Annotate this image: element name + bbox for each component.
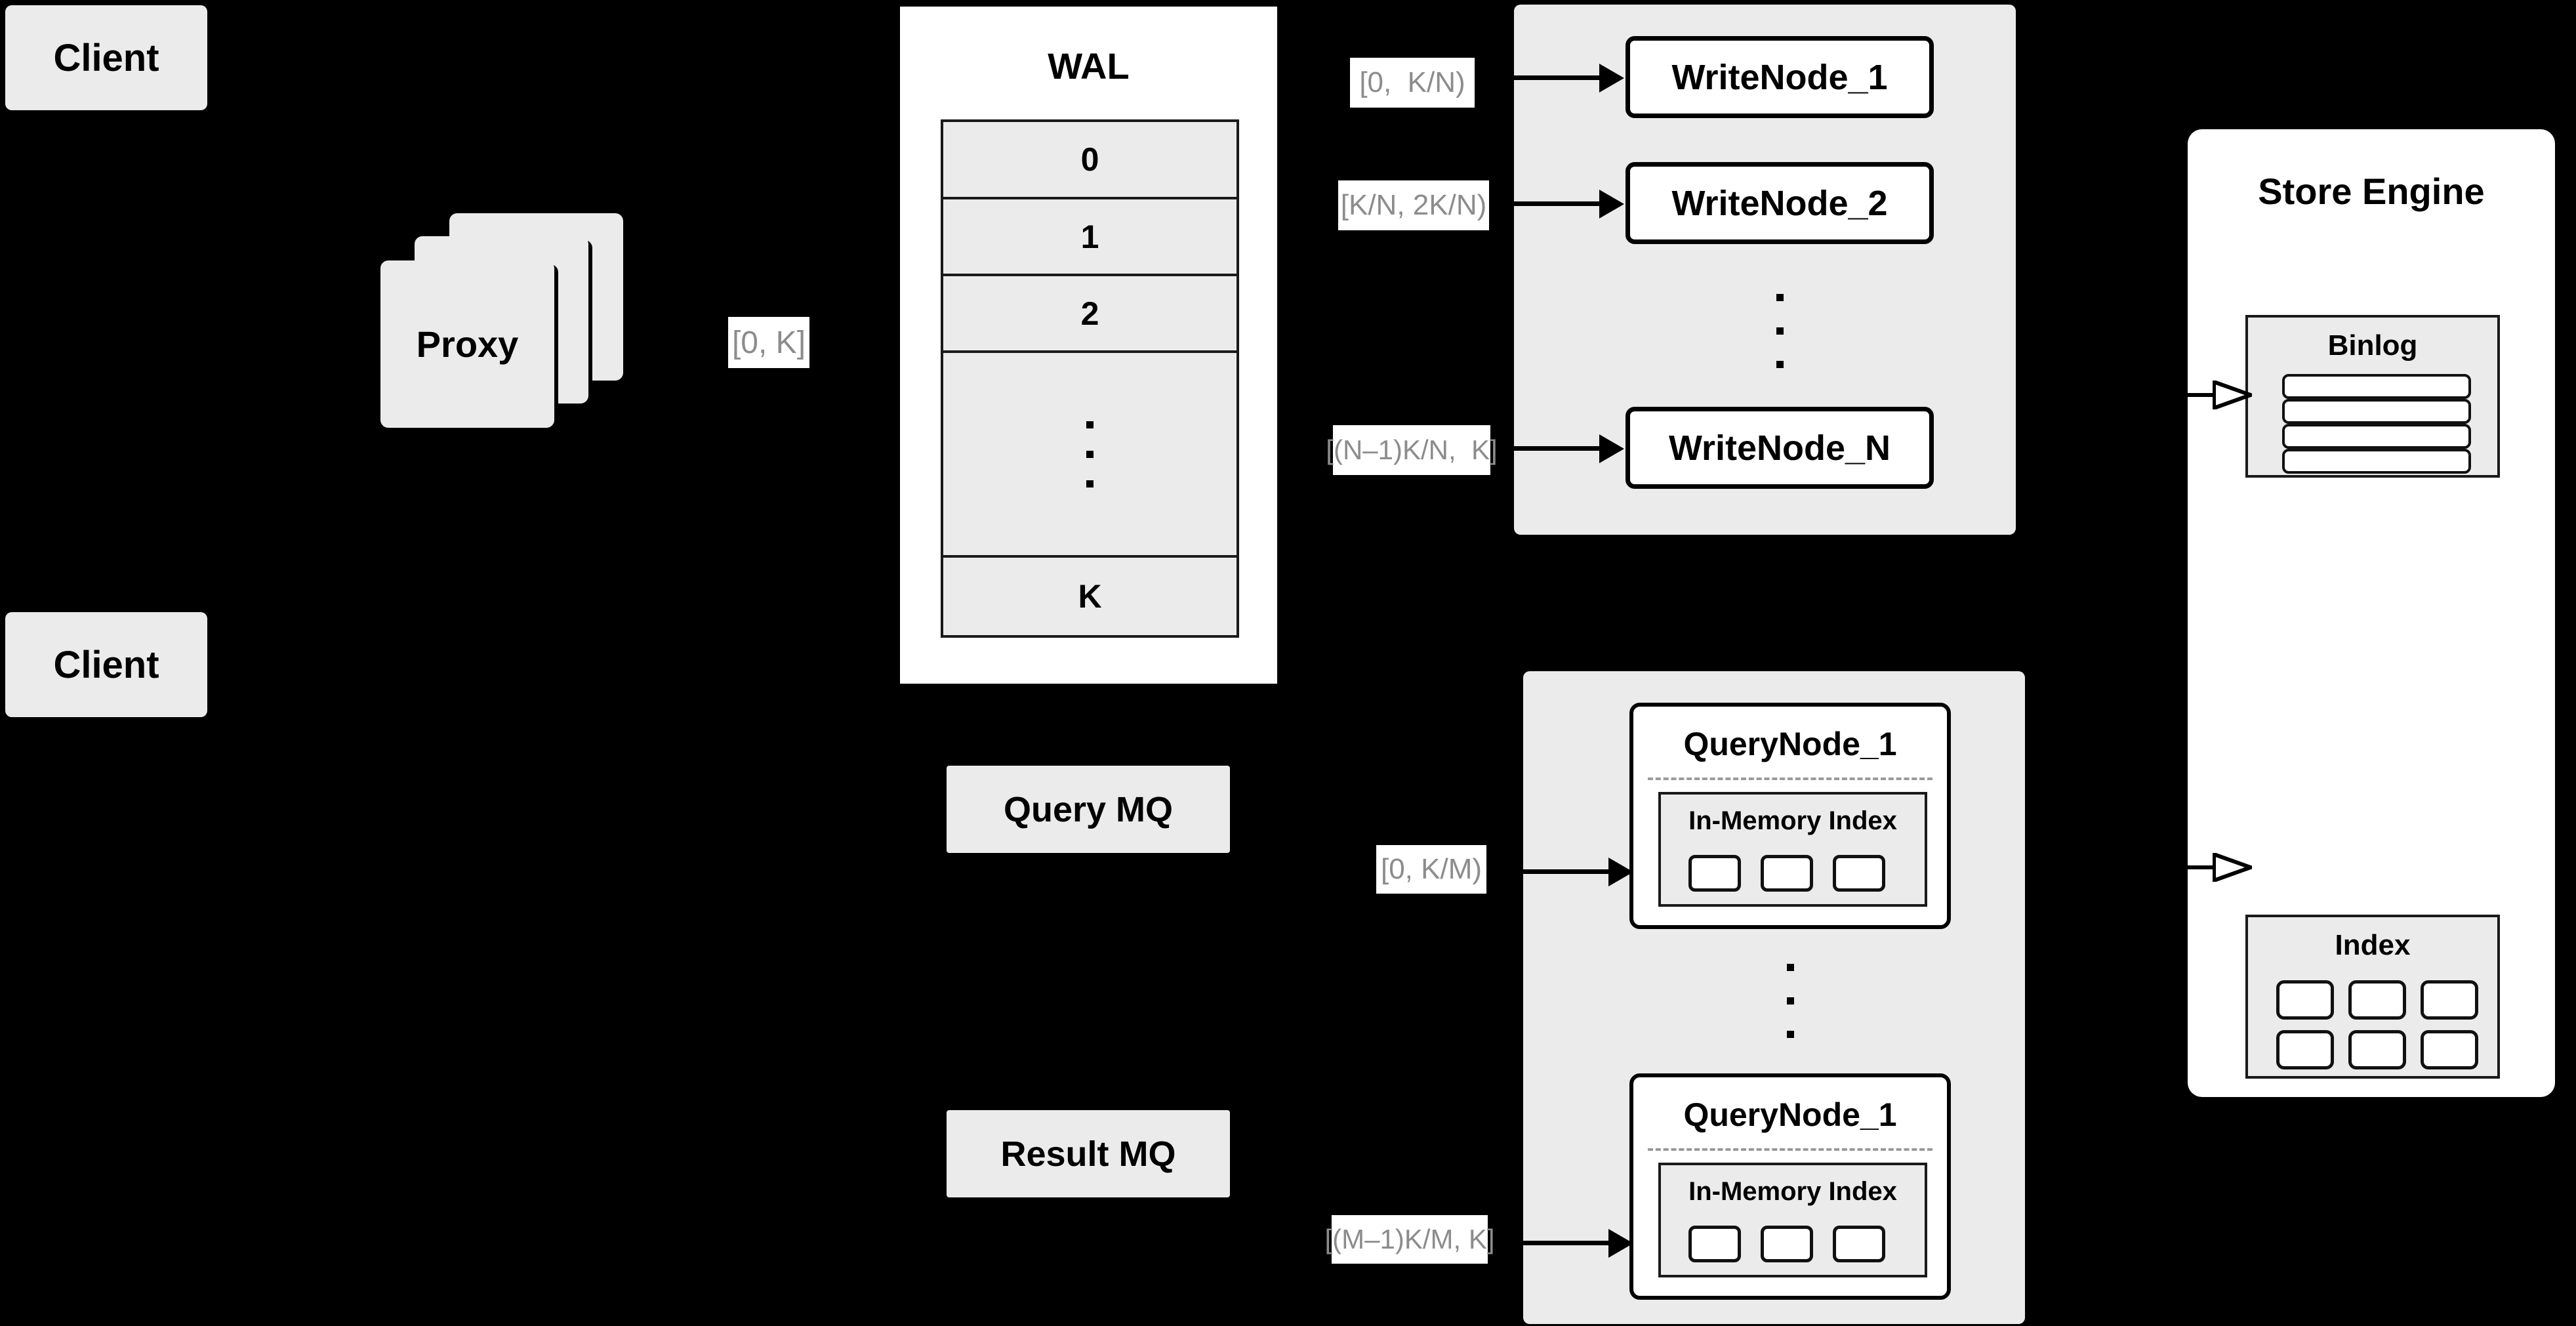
- wal-title: WAL: [1048, 45, 1130, 87]
- binlog-title: Binlog: [2327, 329, 2418, 362]
- write-node-2[interactable]: WriteNode_2: [1625, 162, 1934, 244]
- query-mq-label: Query MQ: [1003, 789, 1174, 829]
- arrow-head-write-1: [1599, 64, 1624, 93]
- binlog-panel: Binlog: [2245, 315, 2500, 478]
- ellipsis-dot: [1776, 327, 1784, 335]
- query-cluster-ellipsis: [1629, 943, 1951, 1058]
- client-box-2[interactable]: Client: [5, 612, 207, 717]
- store-engine-title: Store Engine: [2258, 171, 2485, 212]
- write-node-2-label: WriteNode_2: [1671, 183, 1888, 223]
- index-cell[interactable]: [1761, 1226, 1813, 1262]
- ellipsis-dot: [1086, 450, 1094, 458]
- arrow-line-write-1: [1514, 75, 1605, 80]
- arrow-line-index: [2188, 865, 2217, 869]
- index-title: Index: [2335, 929, 2411, 961]
- client-box-1[interactable]: Client: [5, 5, 207, 110]
- query-node-cluster: QueryNode_1 In-Memory Index QueryNode_1: [1523, 671, 2025, 1324]
- index-cell[interactable]: [2421, 980, 2478, 1020]
- wal-row-2[interactable]: 2: [943, 276, 1237, 353]
- client-label-1: Client: [53, 36, 159, 79]
- query-node-1-separator: [1648, 777, 1932, 780]
- write-node-n[interactable]: WriteNode_N: [1625, 407, 1934, 489]
- ellipsis-dot: [1786, 964, 1794, 971]
- store-engine-panel: Store Engine Binlog Index: [2188, 129, 2555, 1097]
- index-cell[interactable]: [2276, 980, 2334, 1020]
- proxy-stack[interactable]: Proxy: [380, 213, 643, 436]
- hollow-arrow-head-index: [2213, 853, 2252, 882]
- arrow-head-write-2: [1599, 190, 1624, 218]
- client-label-2: Client: [53, 643, 159, 686]
- edge-label-query-m: [(M–1)K/M, K]: [1324, 1215, 1495, 1264]
- proxy-card-front[interactable]: Proxy: [380, 260, 554, 428]
- write-node-1[interactable]: WriteNode_1: [1625, 36, 1934, 118]
- wal-row-k[interactable]: K: [943, 558, 1237, 635]
- binlog-row[interactable]: [2282, 399, 2471, 424]
- result-mq-box[interactable]: Result MQ: [947, 1110, 1230, 1197]
- index-cell[interactable]: [2348, 980, 2406, 1020]
- ellipsis-dot: [1776, 294, 1784, 301]
- wal-row-1[interactable]: 1: [943, 199, 1237, 276]
- hollow-arrow-head-binlog: [2213, 381, 2252, 409]
- binlog-row[interactable]: [2282, 374, 2471, 399]
- write-node-1-label: WriteNode_1: [1671, 57, 1888, 97]
- binlog-row[interactable]: [2282, 424, 2471, 449]
- arrow-line-binlog: [2188, 393, 2217, 397]
- in-memory-index-m: In-Memory Index: [1658, 1163, 1927, 1277]
- edge-label-proxy-to-wal: [0, K]: [728, 317, 809, 368]
- query-node-m[interactable]: QueryNode_1 In-Memory Index: [1629, 1073, 1951, 1300]
- index-cell[interactable]: [1688, 1226, 1741, 1262]
- arrow-head-query-1: [1608, 858, 1633, 886]
- arrow-line-query-m: [1523, 1241, 1614, 1245]
- arrow-line-query-1: [1523, 869, 1614, 874]
- query-node-1-title: QueryNode_1: [1683, 726, 1897, 762]
- wal-row-0[interactable]: 0: [943, 122, 1237, 199]
- index-cell[interactable]: [2421, 1030, 2478, 1069]
- query-node-1[interactable]: QueryNode_1 In-Memory Index: [1629, 703, 1951, 929]
- ellipsis-dot: [1786, 1031, 1794, 1038]
- arrow-to-binlog: [2188, 381, 2260, 409]
- wal-row-table: 0 1 2 K: [941, 119, 1239, 638]
- proxy-label: Proxy: [416, 323, 519, 365]
- binlog-row[interactable]: [2282, 449, 2471, 474]
- wal-panel: WAL 0 1 2 K: [897, 3, 1280, 687]
- query-node-m-title: QueryNode_1: [1683, 1096, 1897, 1133]
- query-node-m-separator: [1648, 1148, 1932, 1151]
- index-panel: Index: [2245, 915, 2500, 1079]
- edge-label-write-2: [K/N, 2K/N): [1338, 180, 1489, 230]
- arrow-line-write-n: [1514, 446, 1605, 451]
- edge-label-query-1: [0, K/M): [1376, 845, 1486, 894]
- arrow-head-write-n: [1599, 434, 1624, 463]
- arrow-to-index: [2188, 853, 2260, 882]
- query-mq-box[interactable]: Query MQ: [947, 766, 1230, 853]
- in-memory-index-m-title: In-Memory Index: [1688, 1177, 1897, 1206]
- result-mq-label: Result MQ: [1000, 1134, 1176, 1174]
- arrow-line-write-2: [1514, 201, 1605, 206]
- write-cluster-ellipsis: [1625, 274, 1934, 388]
- ellipsis-dot: [1086, 480, 1094, 487]
- ellipsis-dot: [1776, 361, 1784, 368]
- in-memory-index-1: In-Memory Index: [1658, 792, 1927, 907]
- ellipsis-dot: [1086, 421, 1094, 428]
- index-cell[interactable]: [2276, 1030, 2334, 1069]
- index-cell[interactable]: [2348, 1030, 2406, 1069]
- arrow-head-query-m: [1608, 1229, 1633, 1258]
- wal-row-ellipsis: [943, 353, 1237, 558]
- index-cell[interactable]: [1688, 855, 1741, 892]
- in-memory-index-1-title: In-Memory Index: [1688, 806, 1897, 835]
- write-node-cluster: WriteNode_1 WriteNode_2 WriteNode_N: [1514, 5, 2016, 535]
- index-cell[interactable]: [1833, 1226, 1885, 1262]
- edge-label-write-n: [(N–1)K/N, K]: [1326, 425, 1498, 475]
- write-node-n-label: WriteNode_N: [1668, 428, 1891, 468]
- index-cell[interactable]: [1833, 855, 1885, 892]
- edge-label-write-1: [0, K/N): [1350, 58, 1475, 108]
- ellipsis-dot: [1786, 997, 1794, 1005]
- index-cell[interactable]: [1761, 855, 1813, 892]
